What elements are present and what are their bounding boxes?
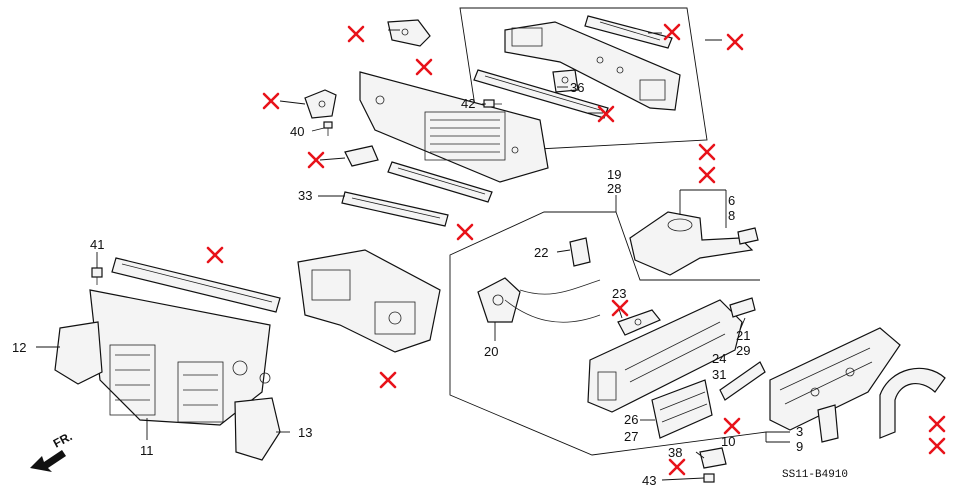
label-20: 20 <box>484 344 498 359</box>
corner-panel-13 <box>234 397 281 461</box>
label-10: 10 <box>721 434 735 449</box>
removed-marker <box>597 105 615 123</box>
bracket-38 <box>699 447 727 469</box>
label-13: 13 <box>298 425 312 440</box>
removed-marker <box>663 23 681 41</box>
removed-marker <box>726 33 744 51</box>
removed-marker <box>928 437 946 455</box>
label-43: 43 <box>642 473 656 488</box>
removed-marker <box>723 417 741 435</box>
bolt-40 <box>323 121 333 136</box>
label-42: 42 <box>461 96 475 111</box>
label-26: 26 <box>624 412 638 427</box>
bolt-41 <box>91 267 103 285</box>
removed-marker <box>262 92 280 110</box>
label-22: 22 <box>534 245 548 260</box>
label-12: 12 <box>12 340 26 355</box>
removed-marker <box>668 458 686 476</box>
removed-marker <box>415 58 433 76</box>
front-direction-label: FR. <box>51 429 75 450</box>
label-6: 6 <box>728 193 735 208</box>
brace-24 <box>719 361 766 401</box>
inner-panel-20 <box>477 277 601 323</box>
label-28: 28 <box>607 181 621 196</box>
removed-marker <box>928 415 946 433</box>
label-36: 36 <box>570 80 584 95</box>
leader-lines <box>36 29 790 481</box>
bracket-small-left <box>344 145 379 167</box>
rail-33 <box>341 191 449 227</box>
bracket-21 <box>729 297 756 318</box>
removed-marker <box>698 143 716 161</box>
wheel-arch-liner <box>879 367 946 439</box>
extension-27 <box>651 379 713 439</box>
diagram-code: SS11-B4910 <box>782 469 848 481</box>
removed-marker <box>698 166 716 184</box>
inner-wheelhouse-3 <box>769 327 901 431</box>
small-bracket-8 <box>737 227 759 245</box>
bracket-9 <box>817 404 839 443</box>
label-27: 27 <box>624 429 638 444</box>
label-9: 9 <box>796 439 803 454</box>
label-29: 29 <box>736 343 750 358</box>
label-33: 33 <box>298 188 312 203</box>
bracket-mount-left <box>304 89 337 119</box>
rail-32 <box>387 161 493 203</box>
rear-floor-pan-11 <box>89 289 271 426</box>
rear-crossmember-15 <box>111 257 281 313</box>
removed-marker <box>379 371 397 389</box>
rear-bulkhead-panel <box>359 71 549 183</box>
label-24: 24 <box>712 351 726 366</box>
label-21: 21 <box>736 328 750 343</box>
label-19: 19 <box>607 167 621 182</box>
removed-marker <box>307 151 325 169</box>
label-11: 11 <box>140 443 154 458</box>
label-40: 40 <box>290 124 304 139</box>
removed-marker <box>347 25 365 43</box>
removed-marker <box>206 246 224 264</box>
bracket-23 <box>617 309 661 336</box>
bracket-22 <box>569 237 591 267</box>
frame-center-group <box>449 211 767 456</box>
front-direction-arrow: FR. <box>30 429 74 472</box>
shock-tower-6 <box>629 211 754 276</box>
label-38: 38 <box>668 445 682 460</box>
frame-center-group-right <box>615 211 760 281</box>
bracket-top-left <box>387 19 431 47</box>
label-41: 41 <box>90 237 104 252</box>
side-panel-12 <box>54 321 103 385</box>
label-23: 23 <box>612 286 626 301</box>
removed-marker <box>611 299 629 317</box>
label-8: 8 <box>728 208 735 223</box>
bolt-42 <box>483 99 502 108</box>
label-31: 31 <box>712 367 726 382</box>
removed-marker-group <box>206 23 946 476</box>
side-member-26 <box>587 299 743 413</box>
removed-marker <box>456 223 474 241</box>
floor-crossmember-25 <box>297 249 441 353</box>
label-3: 3 <box>796 424 803 439</box>
bolt-43 <box>703 473 715 483</box>
reinforcement-strip-37 <box>584 15 673 49</box>
upper-crossmember <box>504 21 681 111</box>
bracket-36 <box>552 69 579 93</box>
rail-35 <box>473 69 609 119</box>
